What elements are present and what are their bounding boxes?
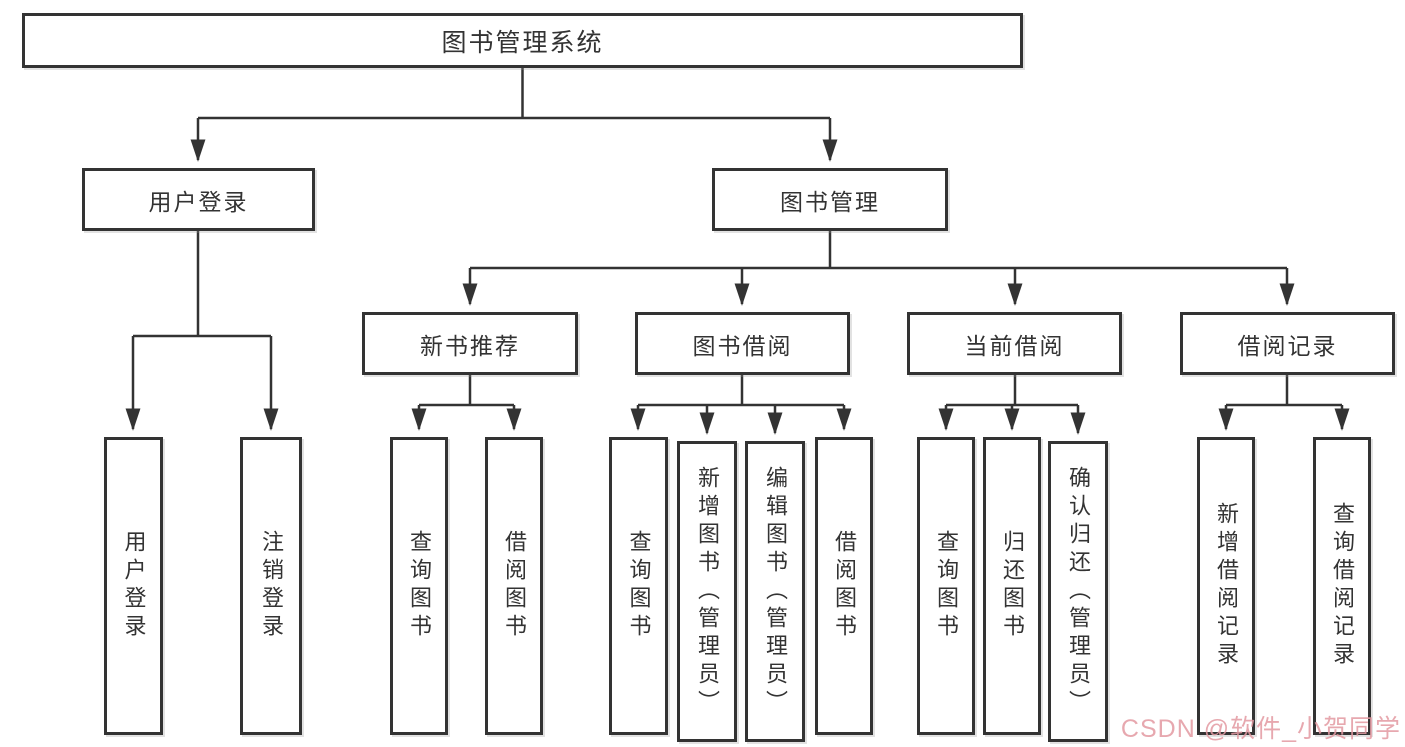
leaf-user-login: 用户登录 [104,437,163,735]
leaf-logout-label: 注销登录 [259,530,284,642]
leaf-borrow-books-2: 借阅图书 [815,437,873,735]
leaf-query-borrow-record-label: 查询借阅记录 [1330,502,1355,670]
leaf-borrow-books-2-label: 借阅图书 [832,530,857,642]
edge-user-login-branch [133,231,271,338]
leaf-query-borrow-record: 查询借阅记录 [1313,437,1371,735]
node-root-label: 图书管理系统 [441,28,604,57]
leaf-add-borrow-record-label: 新增借阅记录 [1214,502,1239,670]
leaf-confirm-return-admin: 确认归还（管理员） [1048,441,1108,742]
leaf-logout: 注销登录 [240,437,302,735]
edge-current-borrowing-branch [946,375,1078,407]
node-book-management-label: 图书管理 [780,188,880,215]
leaf-confirm-return-admin-label: 确认归还（管理员） [1066,465,1091,718]
node-current-borrowing: 当前借阅 [907,312,1122,375]
edge-new-book-recommend-branch [419,375,514,407]
node-book-borrowing-label: 图书借阅 [692,332,793,359]
leaf-add-books-admin: 新增图书（管理员） [677,441,737,742]
leaf-query-books-1-label: 查询图书 [407,530,432,642]
leaf-edit-books-admin-label: 编辑图书（管理员） [763,465,788,718]
node-user-login: 用户登录 [82,168,315,231]
node-new-book-recommend-label: 新书推荐 [420,332,520,359]
edge-book-management-branch [470,231,1287,270]
node-new-book-recommend: 新书推荐 [362,312,578,375]
edge-book-borrowing-branch [638,375,844,407]
leaf-query-books-3: 查询图书 [917,437,975,735]
leaf-query-books-2-label: 查询图书 [626,530,652,642]
leaf-return-books: 归还图书 [983,437,1041,735]
node-borrowing-records-label: 借阅记录 [1237,332,1338,359]
edge-borrowing-records-branch [1226,375,1342,407]
leaf-edit-books-admin: 编辑图书（管理员） [745,441,805,742]
leaf-return-books-label: 归还图书 [1000,530,1025,642]
leaf-query-books-3-label: 查询图书 [934,530,959,642]
node-book-borrowing: 图书借阅 [635,312,850,375]
node-root: 图书管理系统 [22,13,1023,68]
leaf-add-borrow-record: 新增借阅记录 [1197,437,1255,735]
leaf-add-books-admin-label: 新增图书（管理员） [695,465,720,718]
edge-root-stem [198,68,830,120]
leaf-user-login-label: 用户登录 [121,530,147,642]
leaf-borrow-books-1-label: 借阅图书 [502,530,527,642]
node-borrowing-records: 借阅记录 [1180,312,1395,375]
node-user-login-label: 用户登录 [148,188,249,215]
node-current-borrowing-label: 当前借阅 [964,332,1065,359]
leaf-borrow-books-1: 借阅图书 [485,437,543,735]
leaf-query-books-1: 查询图书 [390,437,448,735]
node-book-management: 图书管理 [712,168,948,231]
leaf-query-books-2: 查询图书 [609,437,668,735]
